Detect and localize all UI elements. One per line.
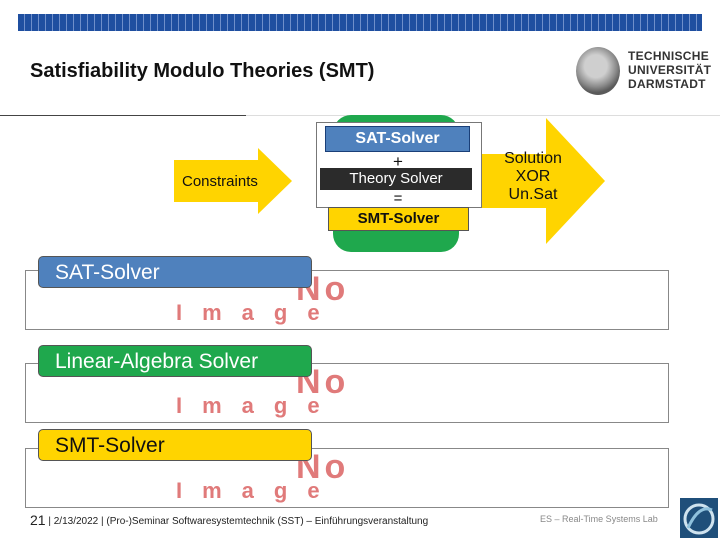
solution-line-3: Un.Sat [508,186,558,203]
constraints-arrow-icon [174,148,292,214]
section-label-smt-solver: SMT-Solver [38,429,312,461]
title-rule-light [246,115,720,116]
no-image-placeholder: No Image [176,365,345,418]
page-number: 21 [30,512,46,528]
solution-line-2: XOR [515,168,551,185]
no-image-text-2: Image [176,478,340,503]
equals-sign: = [393,190,403,207]
theory-solver-box: Theory Solver [320,168,472,190]
sat-solver-box: SAT-Solver [325,126,470,152]
header-stripe [18,14,702,31]
solution-label: Solution XOR Un.Sat [488,150,578,204]
tu-darmstadt-logo: TECHNISCHE UNIVERSITÄT DARMSTADT [566,42,711,102]
footer: 21 | 2/13/2022 | (Pro-)Seminar Softwares… [30,512,428,528]
no-image-placeholder: No Image [176,450,345,503]
solution-line-1: Solution [504,150,562,167]
solution-arrow-icon [480,118,605,244]
section-label-linear-algebra: Linear-Algebra Solver [38,345,312,377]
plus-sign: + [393,152,403,171]
logo-line-1: TECHNISCHE [628,49,710,63]
footer-text: | 2/13/2022 | (Pro-)Seminar Softwaresyst… [48,516,429,527]
es-lab-logo-icon [680,498,718,538]
lab-name: ES – Real-Time Systems Lab [540,514,658,524]
athena-seal-icon [576,47,620,95]
constraints-label: Constraints [182,173,258,190]
no-image-text-2: Image [176,300,340,325]
smt-solver-box: SMT-Solver [328,207,469,231]
title-rule [0,115,246,116]
logo-line-2: UNIVERSITÄT [628,63,712,77]
sat-solver-panel [25,270,669,330]
logo-line-3: DARMSTADT [628,77,706,91]
logo-text: TECHNISCHE UNIVERSITÄT DARMSTADT [628,49,711,91]
section-label-sat-solver: SAT-Solver [38,256,312,288]
slide-title: Satisfiability Modulo Theories (SMT) [30,60,375,82]
no-image-text-2: Image [176,393,340,418]
